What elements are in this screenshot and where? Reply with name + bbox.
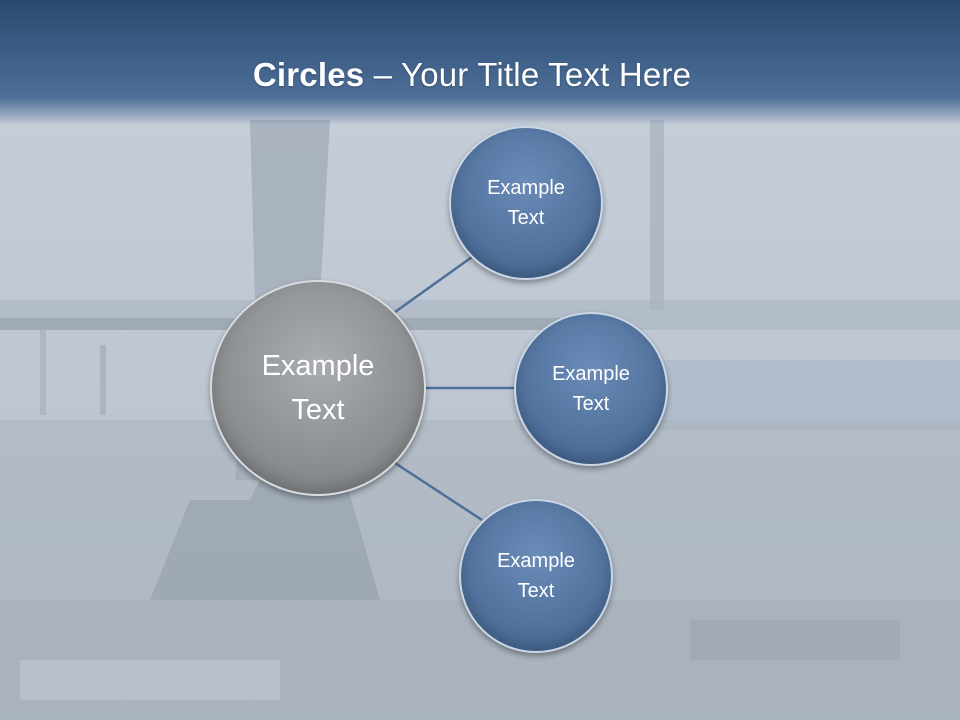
connector-bottom xyxy=(394,461,483,522)
title-bold-part: Circles xyxy=(252,56,365,93)
title-rest-part: – Your Title Text Here xyxy=(364,56,692,93)
top-circle[interactable]: Example Text xyxy=(449,126,603,280)
bottom-circle-text: Example Text xyxy=(497,550,575,602)
bottom-circle[interactable]: Example Text xyxy=(459,499,613,653)
top-circle-text: Example Text xyxy=(487,177,565,229)
slide-title: Circles – Your Title Text Here xyxy=(0,52,944,98)
center-circle[interactable]: Example Text xyxy=(210,280,426,496)
middle-circle[interactable]: Example Text xyxy=(514,312,668,466)
connector-top xyxy=(394,255,473,314)
center-circle-text: Example Text xyxy=(261,350,375,426)
middle-circle-text: Example Text xyxy=(552,363,630,415)
title-bar xyxy=(0,0,960,125)
